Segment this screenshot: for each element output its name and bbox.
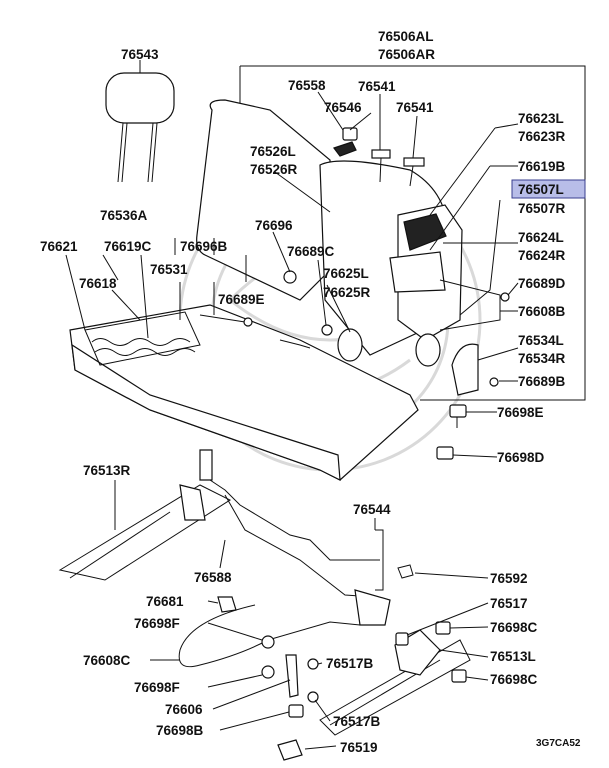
label-76689C[interactable]: 76689C bbox=[287, 244, 335, 259]
label-76689B-upper[interactable]: 76689B bbox=[518, 374, 566, 389]
label-76519[interactable]: 76519 bbox=[340, 740, 378, 755]
label-76606[interactable]: 76606 bbox=[165, 702, 203, 717]
label-76507L[interactable]: 76507L bbox=[518, 182, 564, 197]
label-76619C[interactable]: 76619C bbox=[104, 239, 152, 254]
label-76534R[interactable]: 76534R bbox=[518, 351, 566, 366]
label-76517B-bottom[interactable]: 76517B bbox=[333, 714, 381, 729]
label-76558[interactable]: 76558 bbox=[288, 78, 326, 93]
label-76506AR[interactable]: 76506AR bbox=[378, 47, 435, 62]
label-76526L[interactable]: 76526L bbox=[250, 144, 296, 159]
seat-cushion bbox=[69, 304, 419, 482]
label-76698C-top[interactable]: 76698C bbox=[490, 620, 538, 635]
label-76608B[interactable]: 76608B bbox=[518, 304, 566, 319]
label-76698F-bottom[interactable]: 76698F bbox=[134, 680, 180, 695]
leader-lines bbox=[65, 60, 519, 750]
label-76696B[interactable]: 76696B bbox=[180, 239, 228, 254]
label-76618[interactable]: 76618 bbox=[79, 276, 117, 291]
label-76689D[interactable]: 76689D bbox=[518, 276, 566, 291]
lower-hardware bbox=[178, 564, 467, 761]
label-76621[interactable]: 76621 bbox=[40, 239, 78, 254]
label-76513R[interactable]: 76513R bbox=[83, 463, 131, 478]
bolts bbox=[436, 404, 467, 460]
label-76592[interactable]: 76592 bbox=[490, 571, 528, 586]
headrest bbox=[105, 72, 175, 183]
label-76546[interactable]: 76546 bbox=[324, 100, 362, 115]
label-76534L[interactable]: 76534L bbox=[518, 333, 564, 348]
label-76698D[interactable]: 76698D bbox=[497, 450, 545, 465]
label-76623L[interactable]: 76623L bbox=[518, 111, 564, 126]
label-76624R[interactable]: 76624R bbox=[518, 248, 566, 263]
label-76681[interactable]: 76681 bbox=[146, 594, 184, 609]
label-76698E[interactable]: 76698E bbox=[497, 405, 544, 420]
label-76517[interactable]: 76517 bbox=[490, 596, 528, 611]
part-labels: 76543 76506AL 76506AR 76558 76541 76546 … bbox=[40, 29, 586, 755]
label-76507R[interactable]: 76507R bbox=[518, 201, 566, 216]
label-76625L[interactable]: 76625L bbox=[323, 266, 369, 281]
label-76608C[interactable]: 76608C bbox=[83, 653, 131, 668]
label-76619B[interactable]: 76619B bbox=[518, 159, 566, 174]
label-76531[interactable]: 76531 bbox=[150, 262, 188, 277]
label-76541-top[interactable]: 76541 bbox=[358, 79, 396, 94]
label-76513L[interactable]: 76513L bbox=[490, 649, 536, 664]
label-76544[interactable]: 76544 bbox=[353, 502, 391, 517]
label-76623R[interactable]: 76623R bbox=[518, 129, 566, 144]
back-hardware bbox=[199, 127, 510, 396]
label-76541[interactable]: 76541 bbox=[396, 100, 434, 115]
highlight-76507L bbox=[511, 179, 586, 199]
label-76625R[interactable]: 76625R bbox=[323, 285, 371, 300]
label-76624L[interactable]: 76624L bbox=[518, 230, 564, 245]
label-76543[interactable]: 76543 bbox=[121, 47, 159, 62]
label-76689E[interactable]: 76689E bbox=[218, 292, 265, 307]
label-76698B[interactable]: 76698B bbox=[156, 723, 204, 738]
seat-frame bbox=[58, 449, 471, 736]
label-76698C-bottom[interactable]: 76698C bbox=[490, 672, 538, 687]
label-76517B-top[interactable]: 76517B bbox=[326, 656, 374, 671]
label-76526R[interactable]: 76526R bbox=[250, 162, 298, 177]
label-76698F-top[interactable]: 76698F bbox=[134, 616, 180, 631]
seat-back bbox=[196, 99, 501, 356]
label-76506AL[interactable]: 76506AL bbox=[378, 29, 434, 44]
label-76588[interactable]: 76588 bbox=[194, 570, 232, 585]
label-76536A[interactable]: 76536A bbox=[100, 208, 148, 223]
diagram-code: 3G7CA52 bbox=[536, 738, 581, 749]
group-frame bbox=[240, 65, 586, 401]
label-76696[interactable]: 76696 bbox=[255, 218, 293, 233]
